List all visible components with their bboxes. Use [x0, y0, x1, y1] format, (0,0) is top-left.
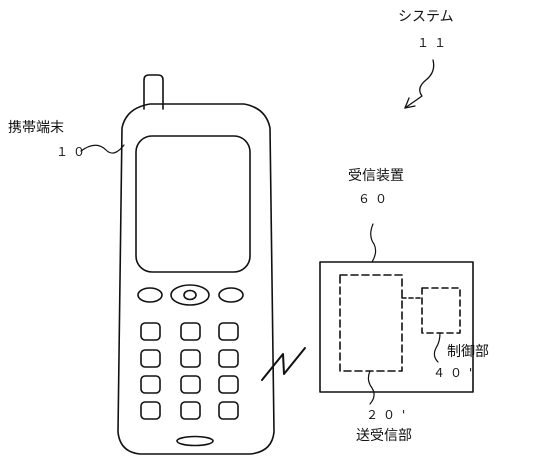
- terminal-ref: １０: [56, 145, 91, 159]
- receiver-ref: ６０: [358, 192, 393, 206]
- receiver-device: [320, 262, 473, 392]
- phone-antenna: [144, 75, 163, 109]
- phone-soft-key-right: [219, 288, 243, 302]
- phone-soft-key-left: [138, 288, 162, 302]
- leader-control: [434, 333, 440, 362]
- transceiver-unit: [340, 275, 402, 371]
- control-unit: [422, 288, 460, 333]
- leader-terminal: [81, 145, 124, 153]
- receiver-label: 受信装置: [348, 168, 404, 184]
- phone-nav-key-center: [184, 291, 196, 300]
- wireless-link-icon: [262, 348, 305, 380]
- system-arrow-icon: [405, 60, 434, 108]
- leader-transceiver: [368, 371, 374, 404]
- transceiver-ref: ２０': [366, 408, 413, 422]
- terminal-label: 携帯端末: [8, 120, 64, 136]
- phone-keypad: [141, 323, 238, 419]
- control-label: 制御部: [447, 344, 489, 360]
- transceiver-label: 送受信部: [356, 428, 412, 444]
- control-ref: ４０': [433, 366, 480, 380]
- mobile-terminal: [118, 104, 274, 454]
- leader-receiver: [371, 224, 376, 262]
- phone-screen: [136, 136, 250, 272]
- phone-microphone: [177, 437, 213, 446]
- phone-nav-key: [171, 285, 209, 305]
- system-ref: １１: [417, 36, 452, 50]
- system-label: システム: [398, 9, 454, 25]
